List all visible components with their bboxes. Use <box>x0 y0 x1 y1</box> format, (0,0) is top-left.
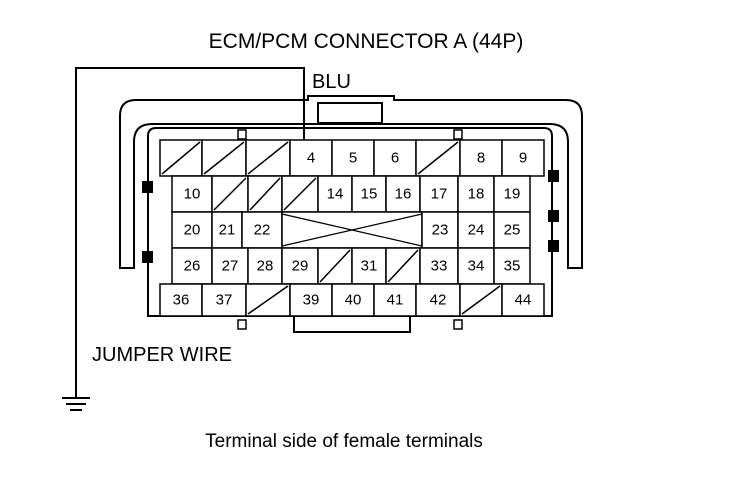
terminal-number: 6 <box>391 150 399 167</box>
connector-housing <box>119 95 583 333</box>
terminal-number: 8 <box>477 150 485 167</box>
terminal-number: 22 <box>254 222 271 239</box>
terminal-31: 31 <box>351 247 387 285</box>
terminal-number: 34 <box>468 258 485 275</box>
terminal-27: 27 <box>211 247 249 285</box>
terminal-40: 40 <box>331 283 375 317</box>
terminal-42: 42 <box>415 283 461 317</box>
unused-terminal <box>317 247 353 285</box>
terminal-number: 37 <box>216 292 233 309</box>
terminal-number: 18 <box>468 186 485 203</box>
terminal-23: 23 <box>421 211 459 249</box>
terminal-number: 42 <box>430 292 447 309</box>
terminal-number: 41 <box>387 292 404 309</box>
terminal-number: 33 <box>431 258 448 275</box>
terminal-39: 39 <box>289 283 333 317</box>
terminal-6: 6 <box>373 139 417 177</box>
terminal-number: 27 <box>222 258 239 275</box>
terminal-16: 16 <box>385 175 421 213</box>
terminal-number: 23 <box>432 222 449 239</box>
terminal-number: 31 <box>361 258 378 275</box>
terminal-33: 33 <box>419 247 459 285</box>
unused-terminal <box>281 175 319 213</box>
unused-terminal <box>159 139 203 177</box>
terminal-number: 29 <box>292 258 309 275</box>
terminal-number: 36 <box>173 292 190 309</box>
terminal-number: 25 <box>504 222 521 239</box>
terminal-10: 10 <box>171 175 213 213</box>
terminal-35: 35 <box>493 247 531 285</box>
terminal-number: 44 <box>515 292 532 309</box>
terminal-37: 37 <box>201 283 247 317</box>
unused-terminal <box>245 283 291 317</box>
terminal-number: 40 <box>345 292 362 309</box>
jumper-wire <box>75 67 305 398</box>
terminal-18: 18 <box>457 175 495 213</box>
terminal-number: 19 <box>504 186 521 203</box>
terminal-17: 17 <box>419 175 459 213</box>
unused-terminal <box>459 283 503 317</box>
unused-terminal <box>247 175 283 213</box>
terminal-22: 22 <box>241 211 283 249</box>
caption: Terminal side of female terminals <box>205 431 483 452</box>
terminal-number: 21 <box>219 222 236 239</box>
unused-terminal <box>415 139 461 177</box>
terminal-number: 35 <box>504 258 521 275</box>
terminal-19: 19 <box>493 175 531 213</box>
terminal-36: 36 <box>159 283 203 317</box>
jumper-wire-label: JUMPER WIRE <box>92 344 232 366</box>
terminal-21: 21 <box>211 211 243 249</box>
terminal-15: 15 <box>351 175 387 213</box>
terminal-number: 39 <box>303 292 320 309</box>
terminal-number: 16 <box>395 186 412 203</box>
unused-terminal <box>201 139 247 177</box>
terminal-41: 41 <box>373 283 417 317</box>
terminal-34: 34 <box>457 247 495 285</box>
terminal-4: 4 <box>289 139 333 177</box>
terminal-number: 15 <box>361 186 378 203</box>
unused-terminal <box>211 175 249 213</box>
terminal-number: 17 <box>431 186 448 203</box>
blank-terminal-area <box>281 211 423 249</box>
terminal-20: 20 <box>171 211 213 249</box>
terminal-grid: 4 5 6 8 9 10 14 15 16 17 18 19 20 21 22 23 24 25 26 27 28 29 3… <box>159 139 545 317</box>
terminal-number: 5 <box>349 150 357 167</box>
terminal-26: 26 <box>171 247 213 285</box>
unused-terminal <box>245 139 291 177</box>
terminal-24: 24 <box>457 211 495 249</box>
terminal-28: 28 <box>247 247 283 285</box>
terminal-number: 4 <box>307 150 315 167</box>
terminal-44: 44 <box>501 283 545 317</box>
diagram-title: ECM/PCM CONNECTOR A (44P) <box>209 30 524 53</box>
wire-color-label: BLU <box>312 71 351 93</box>
terminal-number: 14 <box>327 186 344 203</box>
terminal-number: 20 <box>184 222 201 239</box>
terminal-number: 26 <box>184 258 201 275</box>
terminal-number: 28 <box>257 258 274 275</box>
ground-icon <box>62 397 90 411</box>
terminal-number: 9 <box>519 150 527 167</box>
unused-terminal <box>385 247 421 285</box>
terminal-29: 29 <box>281 247 319 285</box>
terminal-14: 14 <box>317 175 353 213</box>
terminal-25: 25 <box>493 211 531 249</box>
terminal-number: 24 <box>468 222 485 239</box>
terminal-9: 9 <box>501 139 545 177</box>
terminal-8: 8 <box>459 139 503 177</box>
terminal-5: 5 <box>331 139 375 177</box>
terminal-number: 10 <box>184 186 201 203</box>
